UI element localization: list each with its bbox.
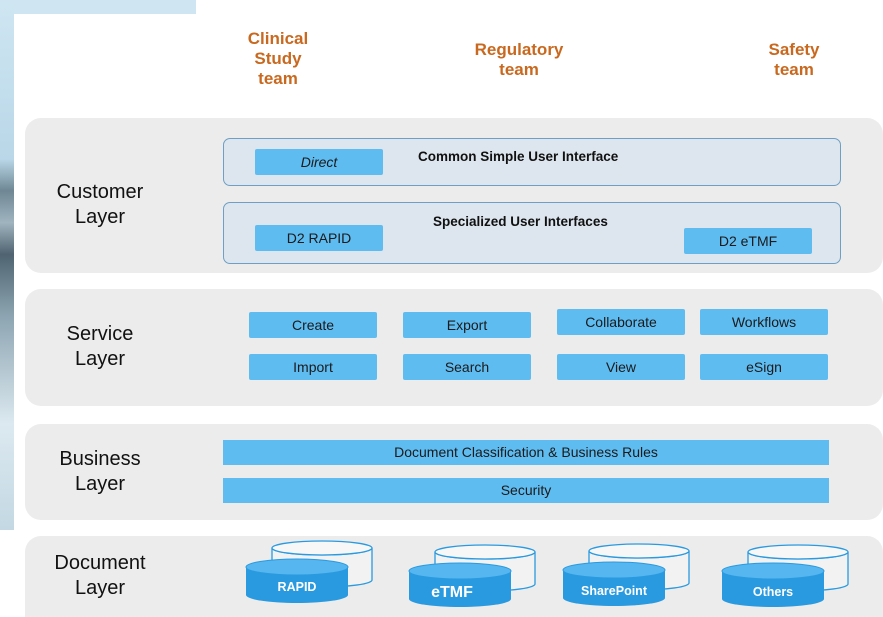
database-icon <box>408 544 536 607</box>
background-photo-strip <box>0 0 14 530</box>
service-workflows: Workflows <box>700 309 828 335</box>
service-create: Create <box>249 312 377 338</box>
rapid-database-label: RAPID <box>277 580 317 594</box>
business-layer-label: Business Layer <box>59 448 141 495</box>
specialized-ui-panel: Specialized User Interfaces D2 RAPID D2 … <box>223 202 841 264</box>
sharepoint-database-label: SharePoint <box>581 584 647 598</box>
team-clinical-study: Clinical Study team <box>247 29 309 88</box>
direct-chip: Direct <box>255 149 383 175</box>
service-export: Export <box>403 312 531 338</box>
team-headers: Clinical Study team Regulatory team Safe… <box>0 0 883 110</box>
background-photo-strip-top <box>0 0 196 14</box>
database-icon <box>562 543 690 606</box>
service-layer: Service Layer <box>25 289 883 406</box>
database-icon <box>721 544 849 607</box>
service-view: View <box>557 354 685 380</box>
customer-layer-label: Customer Layer <box>56 181 144 228</box>
business-layer: Business Layer <box>25 424 883 520</box>
service-search: Search <box>403 354 531 380</box>
team-safety: Safety team <box>768 40 820 79</box>
common-ui-title: Common Simple User Interface <box>418 149 619 164</box>
d2-etmf-chip: D2 eTMF <box>684 228 812 254</box>
classification-rules-bar: Document Classification & Business Rules <box>223 440 829 465</box>
etmf-database-label: eTMF <box>431 584 473 601</box>
d2-rapid-chip: D2 RAPID <box>255 225 383 251</box>
service-layer-label: Service Layer <box>66 323 134 370</box>
sharepoint-database: SharePoint <box>561 543 691 609</box>
service-collaborate: Collaborate <box>557 309 685 335</box>
others-database: Others <box>720 544 850 610</box>
service-esign: eSign <box>700 354 828 380</box>
etmf-database: eTMF <box>407 544 537 610</box>
rapid-database: RAPID <box>244 540 374 606</box>
others-database-label: Others <box>752 585 794 599</box>
security-bar: Security <box>223 478 829 503</box>
specialized-ui-title: Specialized User Interfaces <box>433 214 608 229</box>
common-ui-panel: Direct Common Simple User Interface <box>223 138 841 186</box>
document-layer-label: Document Layer <box>54 552 146 599</box>
database-icon <box>245 540 373 603</box>
service-import: Import <box>249 354 377 380</box>
team-regulatory: Regulatory team <box>474 40 564 79</box>
